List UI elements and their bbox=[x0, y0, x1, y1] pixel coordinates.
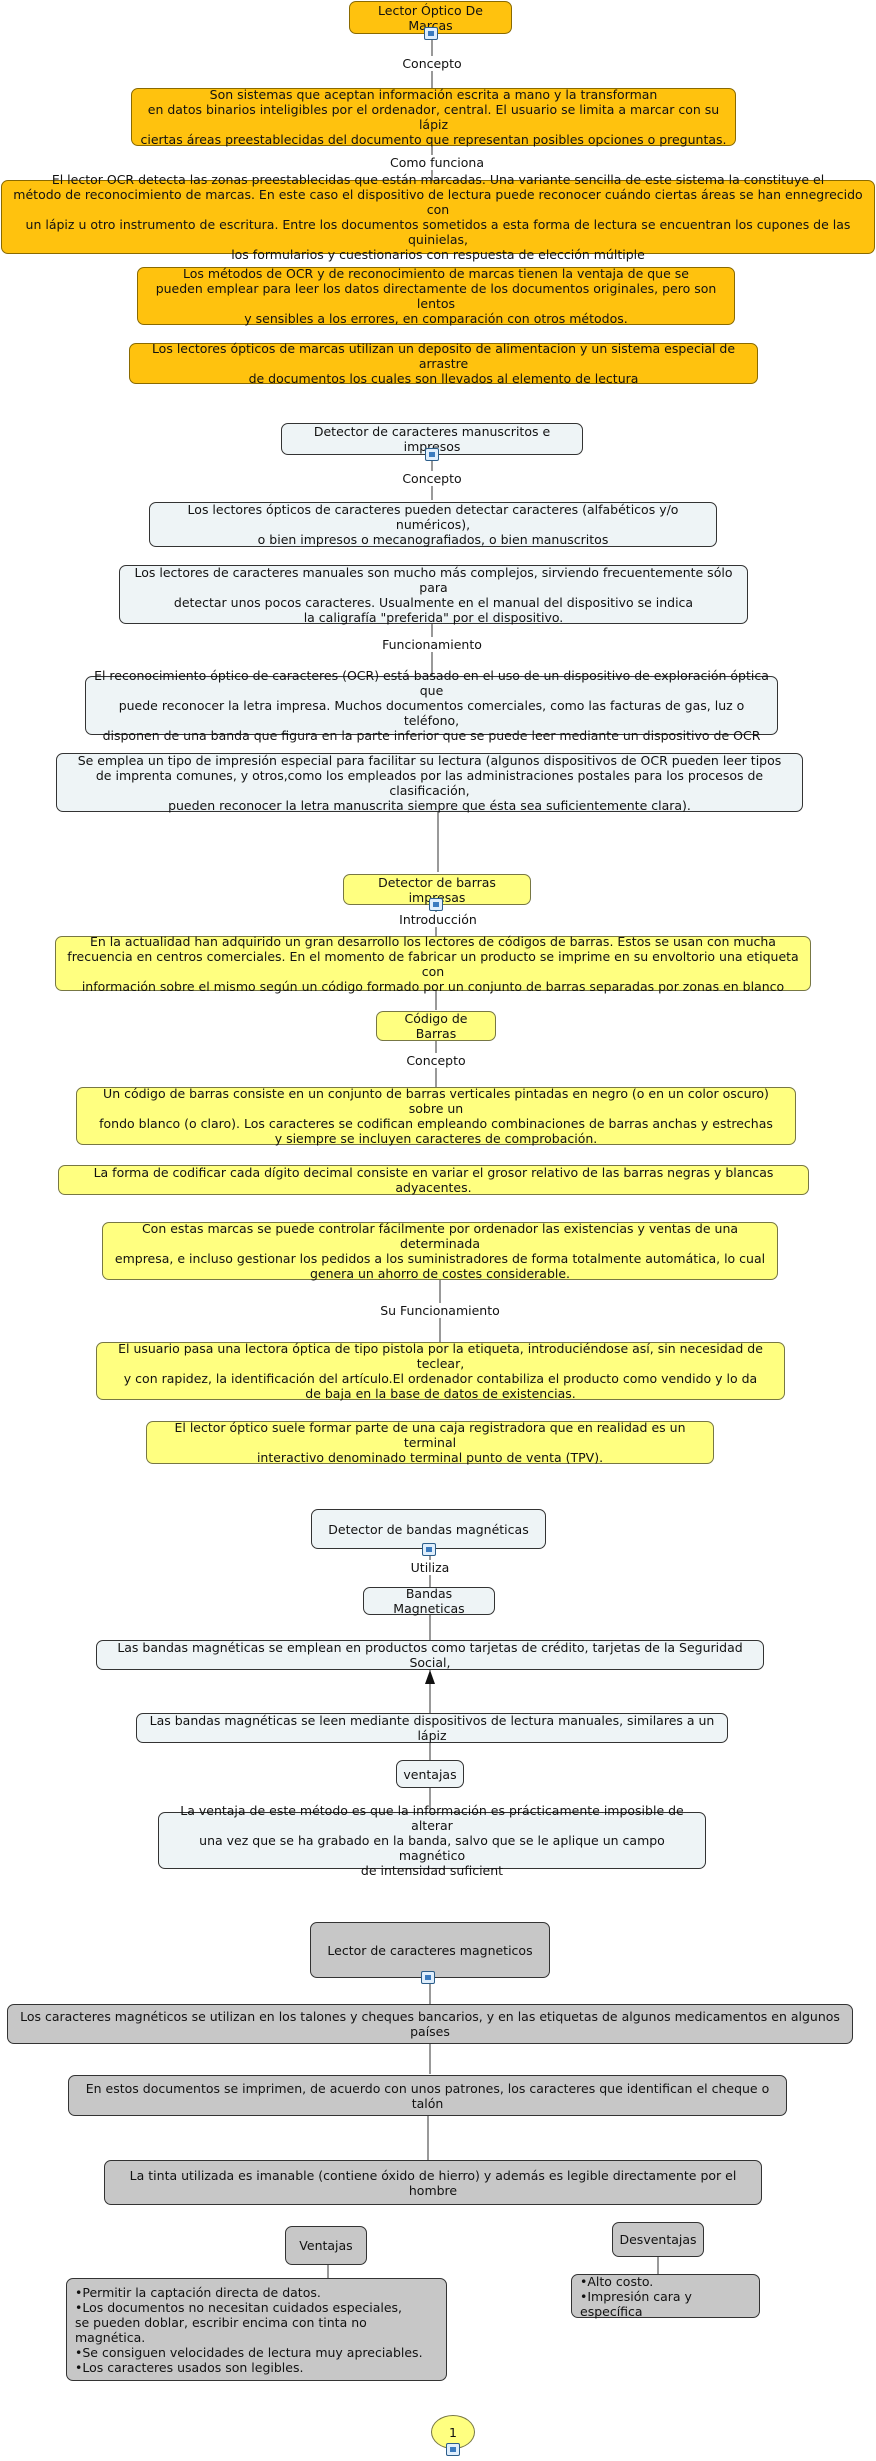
image-icon[interactable] bbox=[446, 2443, 460, 2456]
detector-bandas-title[interactable]: Detector de bandas magnéticas bbox=[311, 1509, 546, 1549]
marcas-metodos-node[interactable]: Los métodos de OCR y de reconocimiento d… bbox=[137, 266, 735, 326]
bandas-lectura-node[interactable]: Las bandas magnéticas se leen mediante d… bbox=[136, 1713, 728, 1743]
label-funcionamiento: Funcionamiento bbox=[379, 637, 485, 652]
magneticos-uso-node[interactable]: Los caracteres magnéticos se utilizan en… bbox=[7, 2004, 853, 2044]
magneticos-tinta-node[interactable]: La tinta utilizada es imanable (contiene… bbox=[104, 2160, 762, 2205]
codigo-barras-codificacion-node[interactable]: La forma de codificar cada dígito decima… bbox=[58, 1165, 809, 1195]
bandas-uso-node[interactable]: Las bandas magnéticas se emplean en prod… bbox=[96, 1640, 764, 1670]
manuscritos-manuales-node[interactable]: Los lectores de caracteres manuales son … bbox=[119, 565, 748, 625]
image-icon[interactable] bbox=[424, 27, 438, 40]
codigo-barras-uso-node[interactable]: El usuario pasa una lectora óptica de ti… bbox=[96, 1341, 785, 1401]
marcas-funcionamiento-node[interactable]: El lector OCR detecta las zonas preestab… bbox=[1, 172, 875, 262]
bandas-ventajas-node[interactable]: La ventaja de este método es que la info… bbox=[158, 1803, 706, 1878]
codigo-barras-title[interactable]: Código de Barras bbox=[376, 1011, 496, 1041]
label-utiliza: Utiliza bbox=[407, 1560, 453, 1575]
image-icon[interactable] bbox=[425, 448, 439, 461]
image-icon[interactable] bbox=[422, 1543, 436, 1556]
label-concepto: Concepto bbox=[403, 1053, 469, 1068]
manuscritos-impresion-node[interactable]: Se emplea un tipo de impresión especial … bbox=[56, 753, 803, 813]
label-como-funciona: Como funciona bbox=[387, 155, 487, 170]
magneticos-desventajas-title[interactable]: Desventajas bbox=[612, 2222, 704, 2257]
codigo-barras-concepto-node[interactable]: Un código de barras consiste en un conju… bbox=[76, 1086, 796, 1146]
lector-caracteres-magneticos-title[interactable]: Lector de caracteres magneticos bbox=[310, 1922, 550, 1978]
marcas-concepto-node[interactable]: Son sistemas que aceptan información esc… bbox=[131, 87, 736, 147]
codigo-barras-control-node[interactable]: Con estas marcas se puede controlar fáci… bbox=[102, 1221, 778, 1281]
manuscritos-concepto-node[interactable]: Los lectores ópticos de caracteres puede… bbox=[149, 502, 717, 547]
label-su-funcionamiento: Su Funcionamiento bbox=[377, 1303, 503, 1318]
magneticos-impresion-node[interactable]: En estos documentos se imprimen, de acue… bbox=[68, 2075, 787, 2116]
label-concepto: Concepto bbox=[399, 471, 465, 486]
image-icon[interactable] bbox=[429, 898, 443, 911]
label-introduccion: Introducción bbox=[396, 912, 480, 927]
codigo-barras-tpv-node[interactable]: El lector óptico suele formar parte de u… bbox=[146, 1420, 714, 1465]
image-icon[interactable] bbox=[421, 1971, 435, 1984]
magneticos-ventajas-title[interactable]: Ventajas bbox=[285, 2226, 367, 2265]
magneticos-desventajas-node[interactable]: •Alto costo. •Impresión cara y específic… bbox=[571, 2274, 760, 2319]
label-concepto: Concepto bbox=[399, 56, 465, 71]
magneticos-ventajas-node[interactable]: •Permitir la captación directa de datos.… bbox=[66, 2278, 447, 2381]
bandas-ventajas-title[interactable]: ventajas bbox=[396, 1760, 464, 1788]
marcas-deposito-node[interactable]: Los lectores ópticos de marcas utilizan … bbox=[129, 341, 758, 386]
bandas-magneticas-title[interactable]: Bandas Magneticas bbox=[363, 1586, 495, 1616]
manuscritos-ocr-node[interactable]: El reconocimiento óptico de caracteres (… bbox=[85, 668, 778, 743]
barras-introduccion-node[interactable]: En la actualidad han adquirido un gran d… bbox=[55, 934, 811, 994]
